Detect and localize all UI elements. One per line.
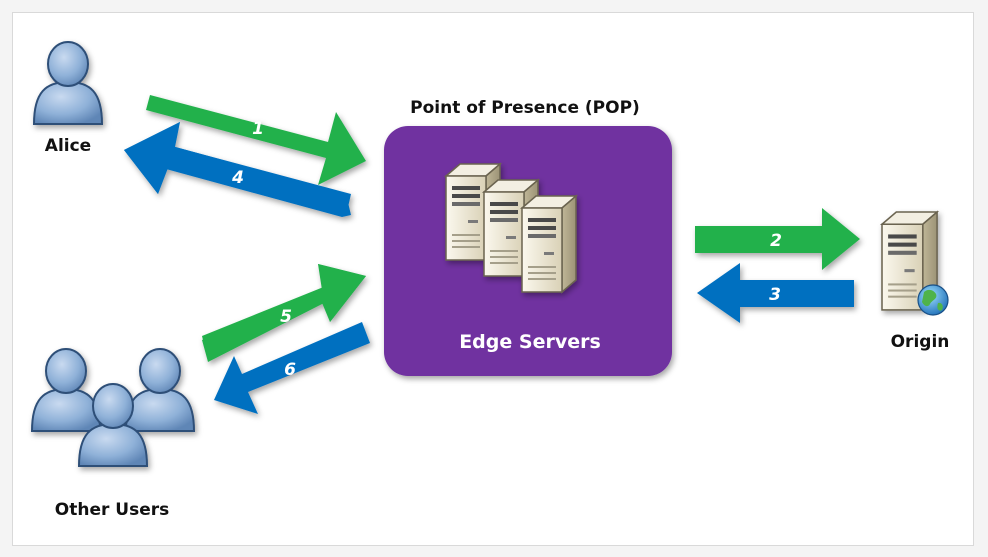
arrow-step-5: 5 <box>202 264 366 362</box>
arrow-step-3: 3 <box>697 263 854 323</box>
pop-title: Point of Presence (POP) <box>410 98 640 118</box>
arrow-step-6: 6 <box>214 322 370 414</box>
step-3-label: 3 <box>769 285 781 305</box>
other-users-icon <box>31 348 195 467</box>
edge-servers-label: Edge Servers <box>459 331 601 353</box>
globe-icon <box>917 284 949 316</box>
step-5-label: 5 <box>280 307 292 327</box>
step-4-label: 4 <box>231 168 244 188</box>
arrow-step-1: 1 <box>146 95 366 185</box>
arrow-step-2: 2 <box>695 208 860 270</box>
alice-person-icon <box>33 41 103 125</box>
origin-label: Origin <box>891 332 950 352</box>
step-1-label: 1 <box>252 119 264 139</box>
arrow-step-4: 4 <box>124 122 351 217</box>
other-users-label: Other Users <box>55 500 169 520</box>
step-2-label: 2 <box>770 231 782 251</box>
alice-label: Alice <box>45 136 91 156</box>
step-6-label: 6 <box>284 360 296 380</box>
